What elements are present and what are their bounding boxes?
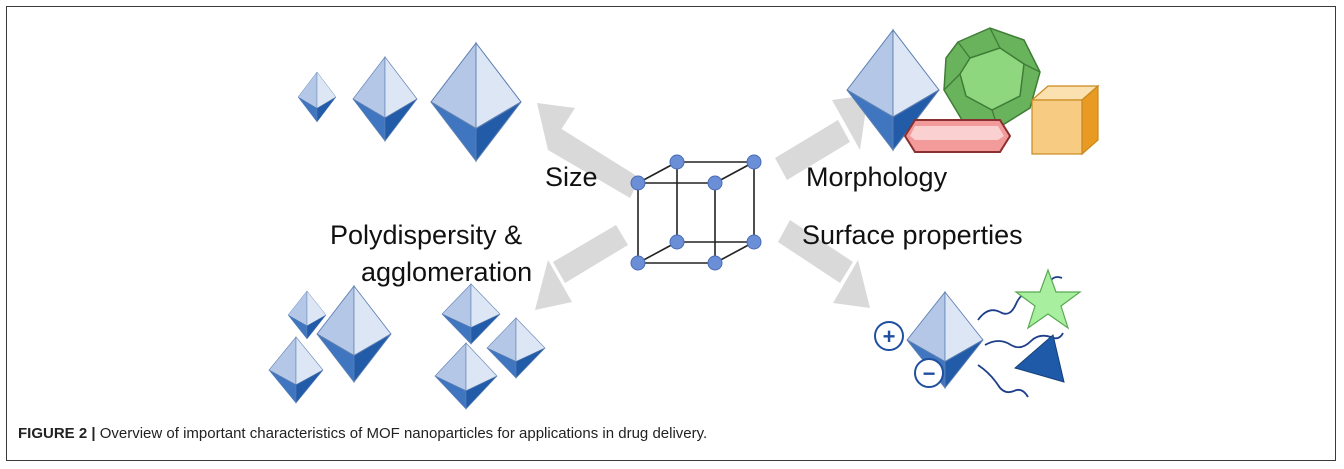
mof-node-icons (630, 154, 762, 271)
caption-label: FIGURE 2 | (18, 425, 96, 442)
dodecahedron-icon (943, 27, 1041, 129)
octahedron-large-icon (430, 42, 522, 162)
caption-text: Overview of important characteristics of… (95, 425, 708, 442)
arrow-to-polydispersity (535, 225, 628, 310)
figure-caption: FIGURE 2 | Overview of important charact… (18, 425, 707, 442)
octahedron-medium-icon (352, 56, 418, 142)
arrow-to-morphology (775, 95, 868, 180)
octahedra-cluster-left (268, 285, 392, 404)
rod-prism-icon (903, 119, 1012, 153)
mof-cube-icon (637, 161, 755, 264)
label-polydispersity-line1: Polydispersity & (330, 220, 522, 250)
octahedra-cluster-right (434, 283, 546, 410)
star-icon (1014, 268, 1082, 330)
octahedron-small-icon (297, 71, 337, 123)
label-size: Size (545, 162, 598, 192)
negative-charge-icon: − (914, 358, 944, 388)
arrow-to-size (537, 103, 640, 198)
triangle-icon (1013, 334, 1065, 383)
positive-charge-icon: + (874, 321, 904, 351)
cube-icon (1030, 84, 1100, 156)
label-polydispersity-line2: agglomeration (361, 257, 532, 287)
plus-symbol: + (883, 324, 896, 349)
minus-symbol: − (923, 361, 936, 386)
label-morphology: Morphology (806, 162, 948, 192)
label-surface-properties: Surface properties (802, 220, 1023, 250)
figure-frame (6, 6, 1336, 461)
arrow-to-surface (778, 220, 870, 308)
